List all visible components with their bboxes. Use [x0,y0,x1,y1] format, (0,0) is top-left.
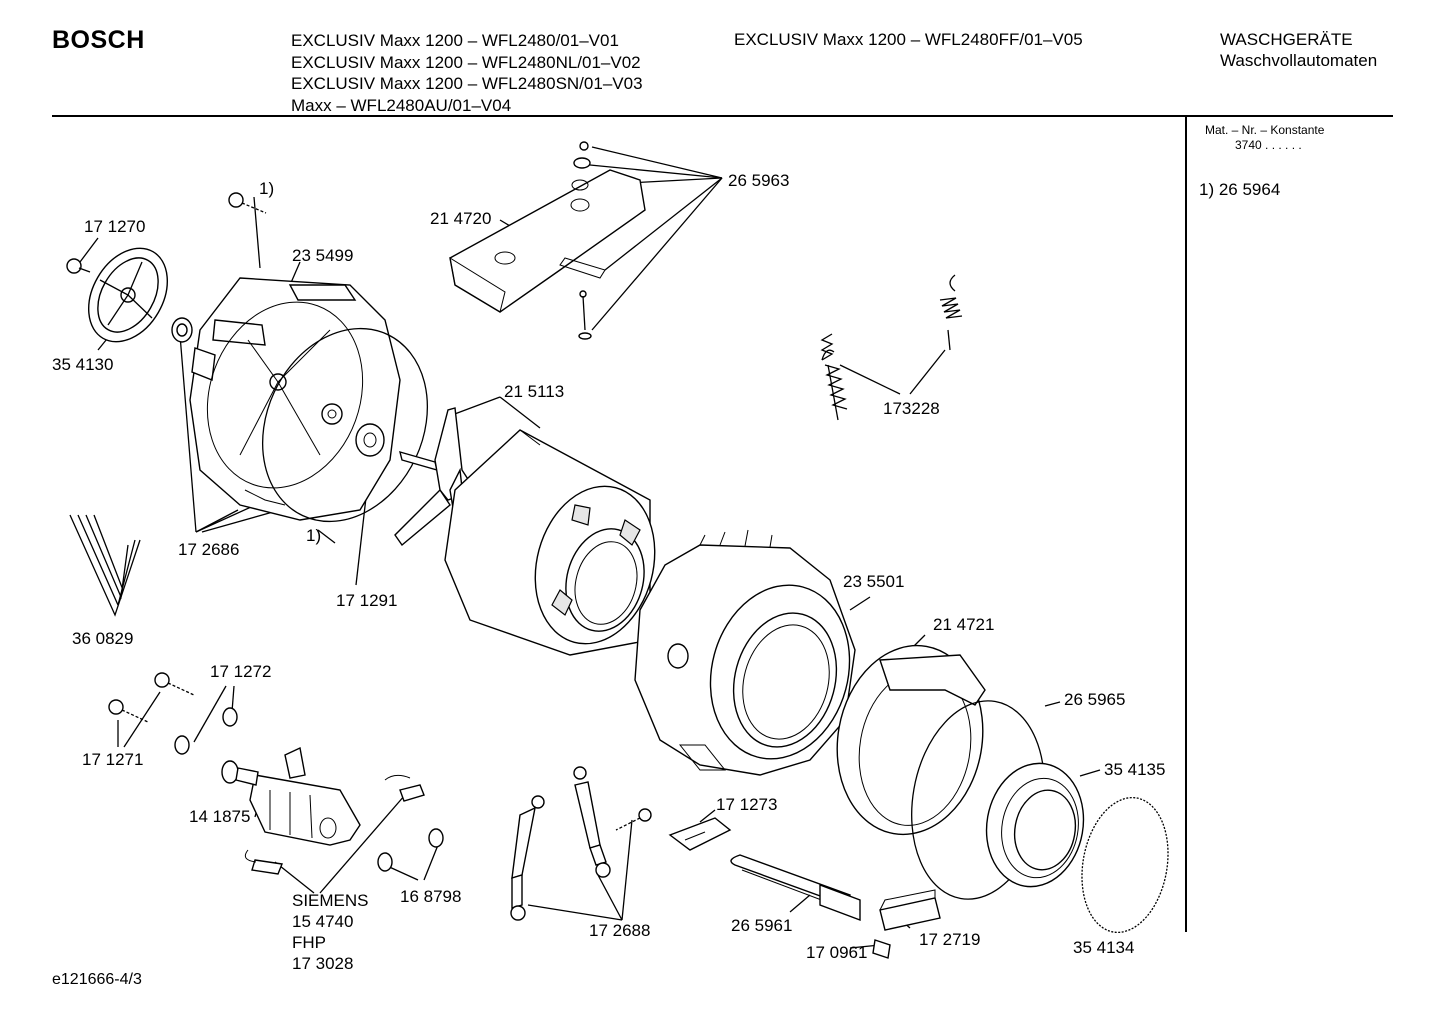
part-label: FHP [292,933,326,952]
part-label: 16 8798 [400,887,461,906]
subcategory: Waschvollautomaten [1220,51,1378,70]
part-label: 35 4134 [1073,938,1134,957]
motor [221,746,361,846]
door-bellows [985,762,1085,888]
part-label: 35 4135 [1104,760,1165,779]
tub-rear-half [189,277,401,521]
clamp-ring [1081,796,1169,934]
model-line: Maxx – WFL2480AU/01–V04 [291,95,512,115]
counterweight-hardware [573,141,592,340]
shock-absorbers [510,766,611,921]
pulley-screw [66,258,91,274]
motor-rubber-mounts [174,707,238,755]
part-label: 15 4740 [292,912,353,931]
part-label: 17 2688 [589,921,650,940]
front-counterweight-ring [836,644,986,836]
material-constant-value: 3740 . . . . . . [1235,138,1302,152]
part-label: 17 2719 [919,930,980,949]
part-label: 17 0961 [806,943,867,962]
part-label: 36 0829 [72,629,133,648]
drum [444,429,656,656]
heater-clip [668,817,732,851]
part-label: 35 4130 [52,355,113,374]
heating-element [730,854,861,922]
part-label: 26 5965 [1064,690,1125,709]
part-label: 17 3028 [292,954,353,973]
part-label: 17 1273 [716,795,777,814]
sidebar-divider [1185,117,1187,932]
part-label: 21 4721 [933,615,994,634]
brand-logo: BOSCH [52,26,145,54]
shock-screw [615,808,652,831]
part-labels: 1) 17 1270 23 5499 21 4720 26 5963 35 41… [52,171,1165,973]
part-label: 26 5963 [728,171,789,190]
counterweight-top [449,169,646,313]
part-label: 17 2686 [178,540,239,559]
part-label: 14 1875 [189,807,250,826]
bushings [377,828,444,872]
drive-belt [69,514,141,617]
model-line: EXCLUSIV Maxx 1200 – WFL2480/01–V01 [291,31,619,50]
tub-screw-top [228,192,267,214]
part-label: 26 5961 [731,916,792,935]
category: WASCHGERÄTE [1220,30,1353,49]
part-label: 23 5499 [292,246,353,265]
drive-pulley [88,247,168,343]
part-label: 1) [259,179,274,198]
temperature-sensor [872,939,891,959]
part-label: 17 1271 [82,750,143,769]
part-label: 1) [306,526,321,545]
part-label: 17 1270 [84,217,145,236]
tub-front-half [634,529,856,776]
drum-shaft-spider [394,407,477,547]
motor-screws [108,672,195,723]
part-label: 23 5501 [843,572,904,591]
part-label: 173228 [883,399,940,418]
bearing-small [171,317,193,343]
part-label: 17 1291 [336,591,397,610]
document-id: e121666-4/3 [52,971,142,988]
model-line-right: EXCLUSIV Maxx 1200 – WFL2480FF/01–V05 [734,30,1083,49]
model-line: EXCLUSIV Maxx 1200 – WFL2480SN/01–V03 [291,74,643,93]
carbon-brushes [244,774,425,875]
header-divider [52,115,1393,117]
model-line: EXCLUSIV Maxx 1200 – WFL2480NL/01–V02 [291,52,641,72]
material-constant-label: Mat. – Nr. – Konstante [1205,123,1325,137]
model-list: EXCLUSIV Maxx 1200 – WFL2480/01–V01 EXCL… [291,30,643,116]
part-label: 21 5113 [504,382,564,401]
part-label: SIEMENS [292,891,369,910]
part-label: 21 4720 [430,209,491,228]
footnote: 1) 26 5964 [1199,180,1281,199]
tension-springs [820,274,963,421]
category-block: WASCHGERÄTE Waschvollautomaten [1220,29,1377,71]
heater-block [879,889,941,931]
part-label: 17 1272 [210,662,271,681]
material-constant: Mat. – Nr. – Konstante 3740 . . . . . . [1205,123,1324,153]
